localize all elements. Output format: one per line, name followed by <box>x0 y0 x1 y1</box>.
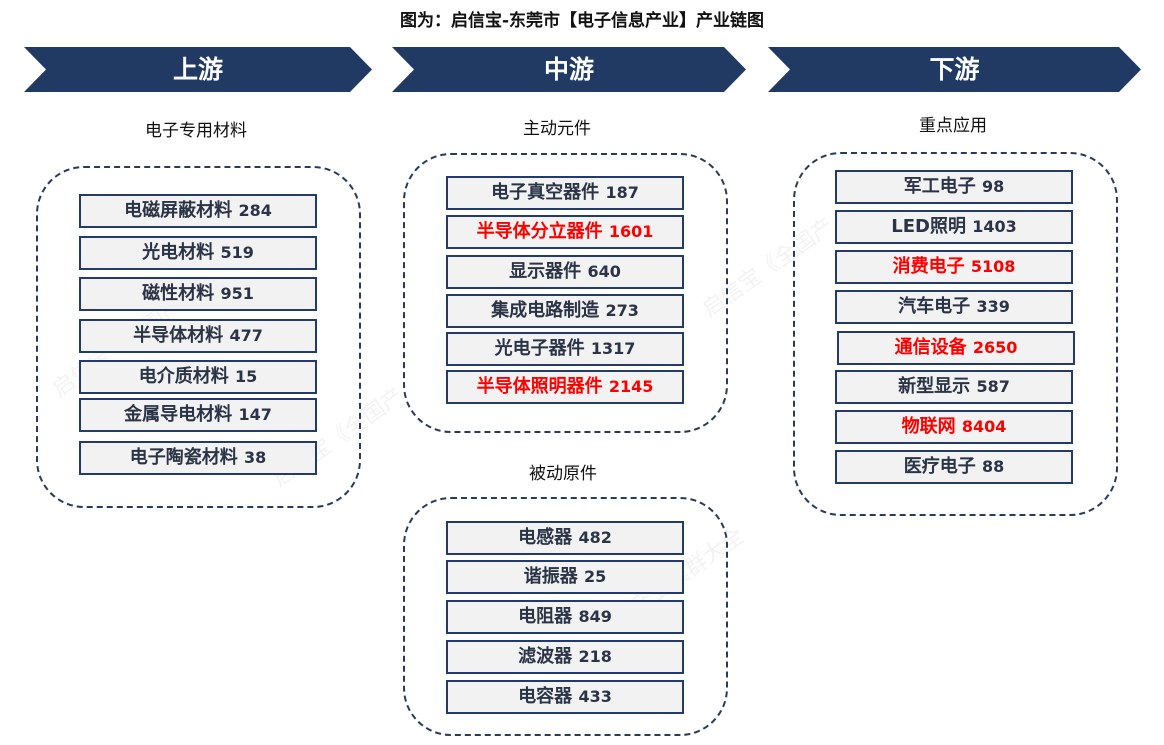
node-count: 88 <box>982 457 1005 476</box>
node-name: 消费电子 <box>892 256 965 277</box>
chain-node: 新型显示 587 <box>835 370 1073 404</box>
node-count: 482 <box>578 528 612 547</box>
chain-node: 电子真空器件 187 <box>446 176 684 210</box>
node-name: 金属导电材料 <box>124 404 233 425</box>
node-name: 光电材料 <box>142 242 215 263</box>
stage-upstream: 上游 <box>24 47 372 92</box>
chain-node: 电磁屏蔽材料 284 <box>79 194 317 228</box>
chain-node: 滤波器 218 <box>446 640 684 674</box>
chevron-arrow-icon <box>768 47 1141 92</box>
chain-node: 金属导电材料 147 <box>79 398 317 432</box>
chain-node: 显示器件 640 <box>446 255 684 289</box>
chain-node: 半导体分立器件 1601 <box>446 215 684 249</box>
chevron-arrow-icon <box>392 47 746 92</box>
stage-label: 下游 <box>929 55 980 84</box>
group-active <box>403 153 728 433</box>
node-count: 273 <box>605 301 639 320</box>
node-name: 磁性材料 <box>142 283 215 304</box>
node-name: 显示器件 <box>509 261 582 282</box>
node-name: 新型显示 <box>898 376 971 397</box>
stage-downstream: 下游 <box>768 47 1141 92</box>
node-count: 519 <box>220 243 254 262</box>
node-count: 5108 <box>970 257 1016 276</box>
chain-node: 汽车电子 339 <box>835 290 1073 324</box>
stage-label: 上游 <box>172 55 223 84</box>
section-header: 电子专用材料 <box>145 121 247 141</box>
chain-node: 集成电路制造 273 <box>446 294 684 328</box>
node-count: 477 <box>229 326 263 345</box>
diagram-title: 图为：启信宝-东莞市【电子信息产业】产业链图 <box>399 11 765 31</box>
node-name: 滤波器 <box>518 646 573 667</box>
node-count: 587 <box>976 377 1010 396</box>
chain-node: 光电材料 519 <box>79 236 317 270</box>
node-name: 电介质材料 <box>138 366 229 387</box>
node-name: 电磁屏蔽材料 <box>124 200 233 221</box>
chain-node: 光电子器件 1317 <box>446 332 684 366</box>
node-count: 38 <box>244 448 267 467</box>
node-name: 电感器 <box>518 527 573 548</box>
chain-node: 医疗电子 88 <box>835 450 1073 484</box>
node-count: 284 <box>238 201 272 220</box>
chain-node: 电容器 433 <box>446 680 684 714</box>
section-header: 主动元件 <box>523 119 591 139</box>
node-count: 640 <box>587 262 621 281</box>
node-name: 汽车电子 <box>898 296 971 317</box>
node-name: 电子陶瓷材料 <box>129 447 238 468</box>
node-count: 1403 <box>972 217 1017 236</box>
chain-node: 磁性材料 951 <box>79 277 317 311</box>
node-count: 15 <box>235 367 258 386</box>
node-count: 951 <box>220 284 254 303</box>
chain-node: 物联网 8404 <box>835 410 1073 444</box>
chain-node: 谐振器 25 <box>446 560 684 594</box>
chevron-arrow-icon <box>24 47 372 92</box>
node-name: 医疗电子 <box>903 456 976 477</box>
chain-node: 电介质材料 15 <box>79 360 317 394</box>
node-count: 433 <box>578 687 612 706</box>
node-count: 2650 <box>972 338 1018 357</box>
node-name: 物联网 <box>901 416 956 437</box>
chain-node: LED照明 1403 <box>835 210 1073 244</box>
group-downstream <box>793 152 1118 516</box>
node-count: 849 <box>578 607 612 626</box>
node-name: 集成电路制造 <box>491 300 600 321</box>
node-count: 2145 <box>608 377 654 396</box>
chain-node: 电子陶瓷材料 38 <box>79 441 317 475</box>
chain-node: 电感器 482 <box>446 521 684 555</box>
chain-node: 通信设备 2650 <box>837 331 1075 365</box>
chain-node: 消费电子 5108 <box>835 250 1073 284</box>
node-name: 半导体材料 <box>133 325 224 346</box>
node-count: 147 <box>238 405 272 424</box>
node-name: 半导体照明器件 <box>476 376 603 397</box>
node-count: 25 <box>584 567 607 586</box>
stage-label: 中游 <box>543 55 594 84</box>
node-count: 98 <box>982 177 1005 196</box>
node-name: 谐振器 <box>523 566 578 587</box>
node-name: 光电子器件 <box>494 338 585 359</box>
chain-node: 电阻器 849 <box>446 600 684 634</box>
section-header: 被动原件 <box>529 464 597 484</box>
node-name: 通信设备 <box>894 337 967 358</box>
node-name: 电阻器 <box>518 606 573 627</box>
node-count: 218 <box>578 647 612 666</box>
node-name: 电子真空器件 <box>491 182 600 203</box>
group-upstream <box>36 166 361 508</box>
chain-node: 半导体材料 477 <box>79 319 317 353</box>
node-name: 半导体分立器件 <box>476 221 603 242</box>
node-name: 军工电子 <box>903 176 976 197</box>
chain-node: 半导体照明器件 2145 <box>446 370 684 404</box>
node-count: 8404 <box>961 417 1007 436</box>
node-count: 187 <box>605 183 639 202</box>
chain-node: 军工电子 98 <box>835 170 1073 204</box>
node-count: 1601 <box>608 222 654 241</box>
group-passive <box>403 497 728 736</box>
node-name: LED照明 <box>891 216 966 237</box>
node-name: 电容器 <box>518 686 573 707</box>
node-count: 1317 <box>590 339 636 358</box>
section-header: 重点应用 <box>919 116 987 136</box>
node-count: 339 <box>976 297 1010 316</box>
stage-midstream: 中游 <box>392 47 746 92</box>
